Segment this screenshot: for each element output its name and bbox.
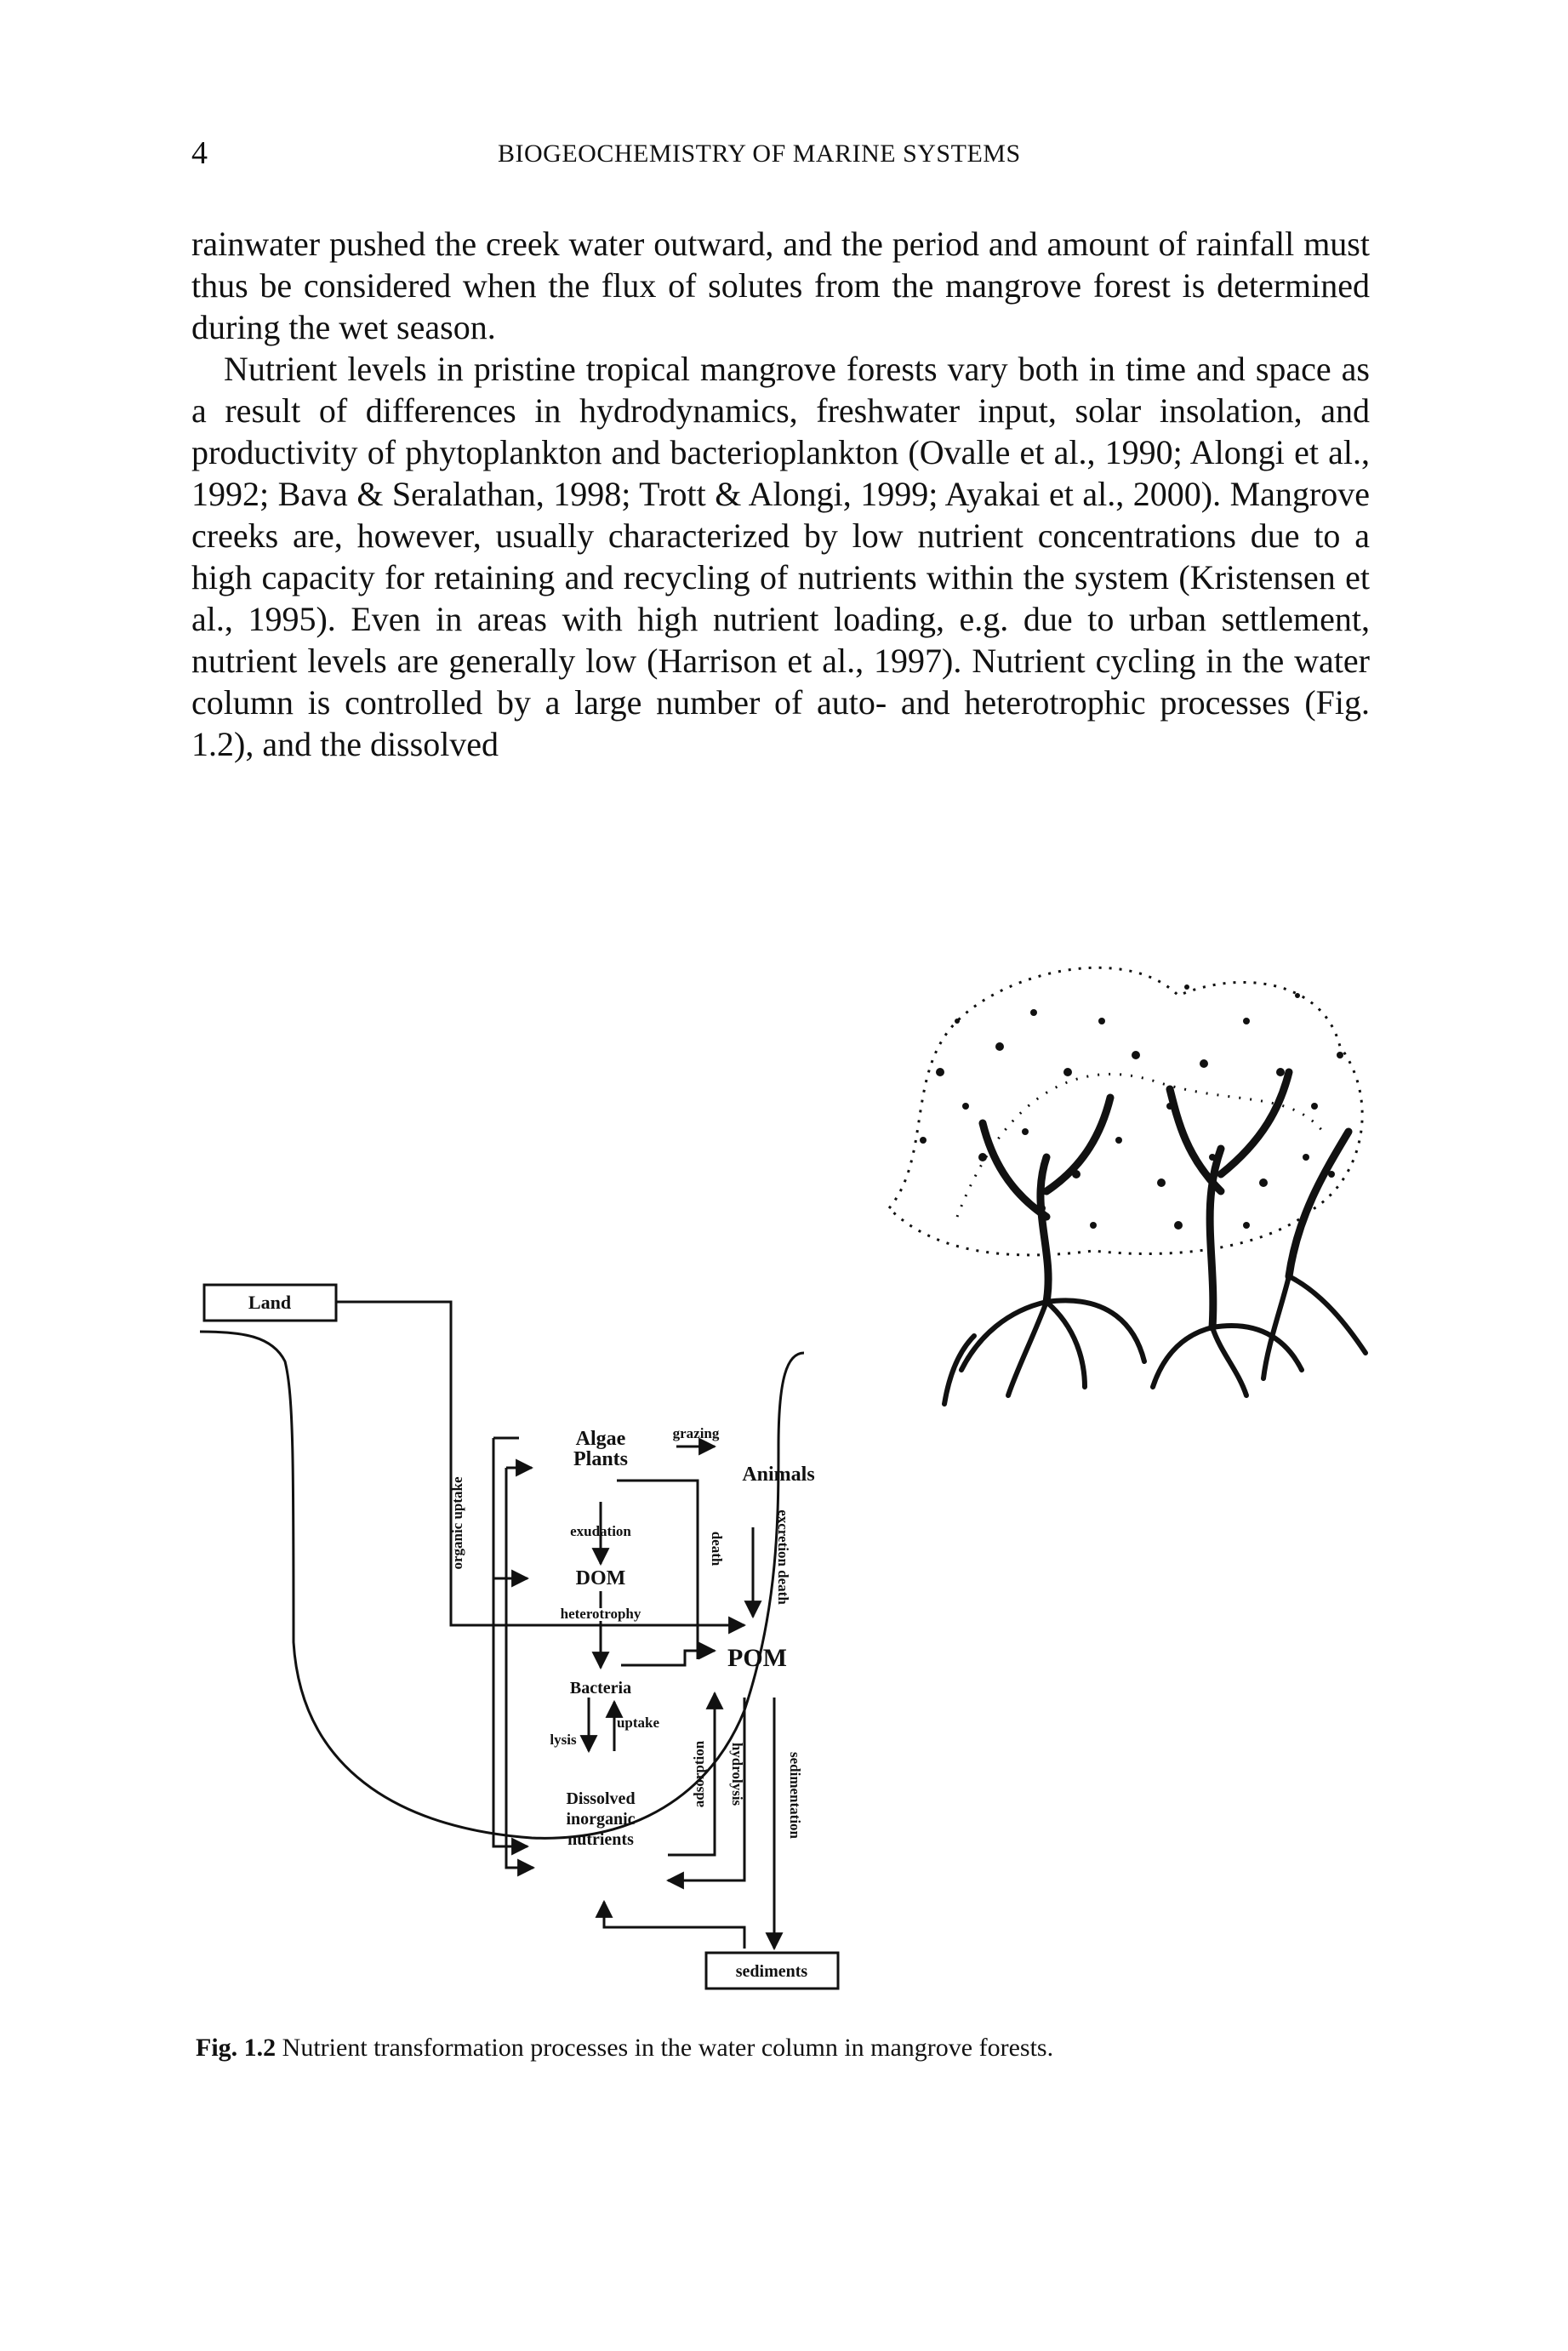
dom-label: DOM [576, 1567, 626, 1589]
arrow-adsorption [668, 1691, 724, 1857]
body-text: rainwater pushed the creek water outward… [191, 223, 1370, 765]
mangrove-tree-illustration [887, 966, 1368, 1407]
grazing-label: grazing [673, 1425, 720, 1441]
dissolved-label: Dissolved [566, 1789, 635, 1808]
exudation-label: exudation [570, 1523, 631, 1539]
paragraph: rainwater pushed the creek water outward… [191, 225, 1370, 346]
caption-text: Nutrient transformation processes in the… [282, 2034, 1054, 2062]
inorganic-label: inorganic [566, 1810, 635, 1829]
caption-label: Fig. 1.2 [196, 2034, 277, 2062]
channel-outline [199, 1330, 805, 1840]
page-header: 4 BIOGEOCHEMISTRY OF MARINE SYSTEMS [191, 134, 1370, 177]
running-head: BIOGEOCHEMISTRY OF MARINE SYSTEMS [498, 140, 1021, 168]
nutrients-label: nutrients [567, 1830, 634, 1849]
sediments-box: sediments [704, 1951, 840, 1990]
organic-uptake-label: organic uptake [449, 1476, 465, 1570]
paragraph: Nutrient levels in pristine tropical man… [191, 350, 1370, 763]
bacteria-label: Bacteria [570, 1679, 631, 1698]
node-labels: Algae Plants grazing Animals exudation D… [550, 1425, 814, 1849]
arrow-sediments-release [595, 1899, 746, 1949]
algae-label: Algae [576, 1428, 626, 1450]
hydrolysis-label: hydrolysis [729, 1743, 745, 1806]
figure-caption: Fig. 1.2 Nutrient transformation process… [196, 2034, 1374, 2063]
excretion-death-label: excretion death [775, 1509, 791, 1605]
figure-nutrient-cycle: Land Algae Plant [191, 851, 1378, 2025]
sediments-label: sediments [736, 1962, 808, 1981]
flow-lines [336, 1300, 784, 1951]
arrow-bacteria-to-pom [621, 1641, 717, 1667]
rotated-process-labels: organic uptake death excretion death ads… [449, 1476, 803, 1840]
page-number: 4 [191, 135, 208, 171]
adsorption-label: adsorption [691, 1740, 707, 1807]
arrow-inorganic-uptake [505, 1468, 536, 1877]
figure-diagram: Land Algae Plant [199, 966, 1368, 1990]
uptake-label: uptake [617, 1715, 660, 1731]
lysis-label: lysis [550, 1732, 577, 1748]
line-death [617, 1479, 699, 1659]
plants-label: Plants [573, 1448, 628, 1470]
sedimentation-label: sedimentation [787, 1752, 803, 1840]
pom-label: POM [727, 1644, 787, 1672]
arrow-hydrolysis [665, 1698, 746, 1890]
land-box: Land [202, 1283, 338, 1322]
death-label: death [709, 1532, 725, 1566]
animals-label: Animals [742, 1464, 814, 1486]
heterotrophy-label: heterotrophy [561, 1606, 641, 1622]
arrow-organic-uptake [492, 1438, 530, 1856]
land-label: Land [248, 1292, 291, 1313]
arrow-land-to-pom [336, 1300, 747, 1635]
